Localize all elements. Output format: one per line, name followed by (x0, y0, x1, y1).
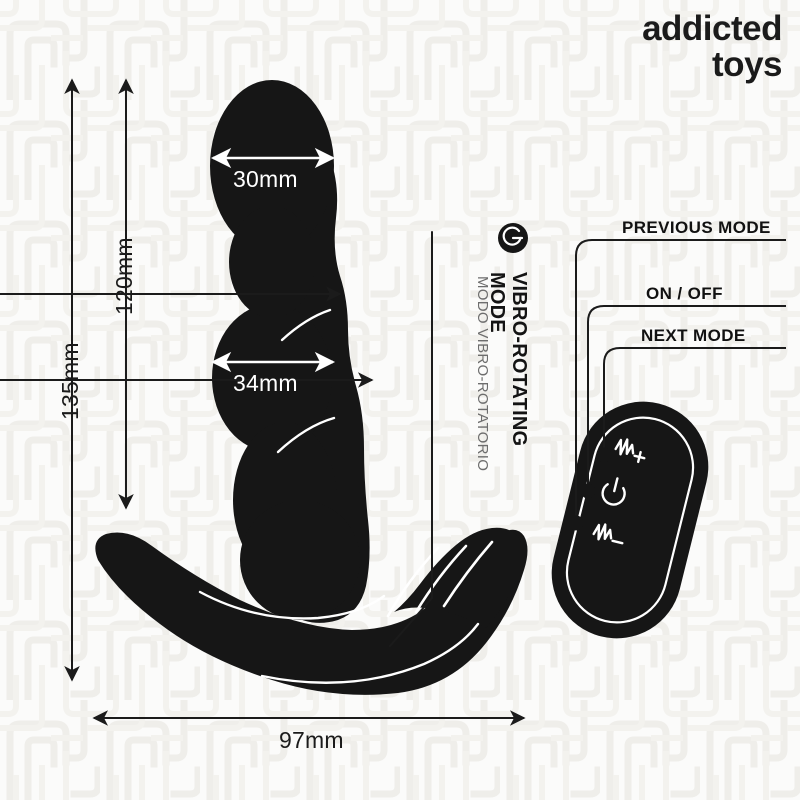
brand-logo-line2: toys (712, 44, 782, 84)
product-shaft-blend (240, 500, 360, 620)
remote-body (551, 401, 709, 639)
brand-logo: addicted toys (642, 9, 782, 84)
callout-label-on-off: ON / OFF (646, 284, 723, 303)
dot-previous-mode (568, 515, 584, 531)
mode-title-line1: VIBRO-ROTATING (508, 272, 530, 447)
product-body-group (95, 80, 528, 695)
dot-next-mode (596, 447, 612, 463)
dim-label-total-width: 97mm (279, 727, 344, 753)
dim-label-head-width: 30mm (233, 166, 298, 192)
mode-subtitle: MODO VIBRO-ROTATORIO (474, 276, 491, 472)
dim-label-total-height: 135mm (57, 342, 83, 420)
dim-label-insertable-height: 120mm (111, 237, 137, 315)
brand-logo-line1: addicted (642, 9, 782, 48)
callout-label-next-mode: NEXT MODE (641, 326, 746, 345)
callout-label-previous-mode: PREVIOUS MODE (622, 218, 771, 237)
mode-power-badge (498, 223, 528, 253)
product-neck (229, 206, 315, 318)
mode-title: VIBRO-ROTATING (508, 272, 530, 447)
dim-label-shaft-width: 34mm (233, 370, 298, 396)
dot-on-off (580, 483, 596, 499)
